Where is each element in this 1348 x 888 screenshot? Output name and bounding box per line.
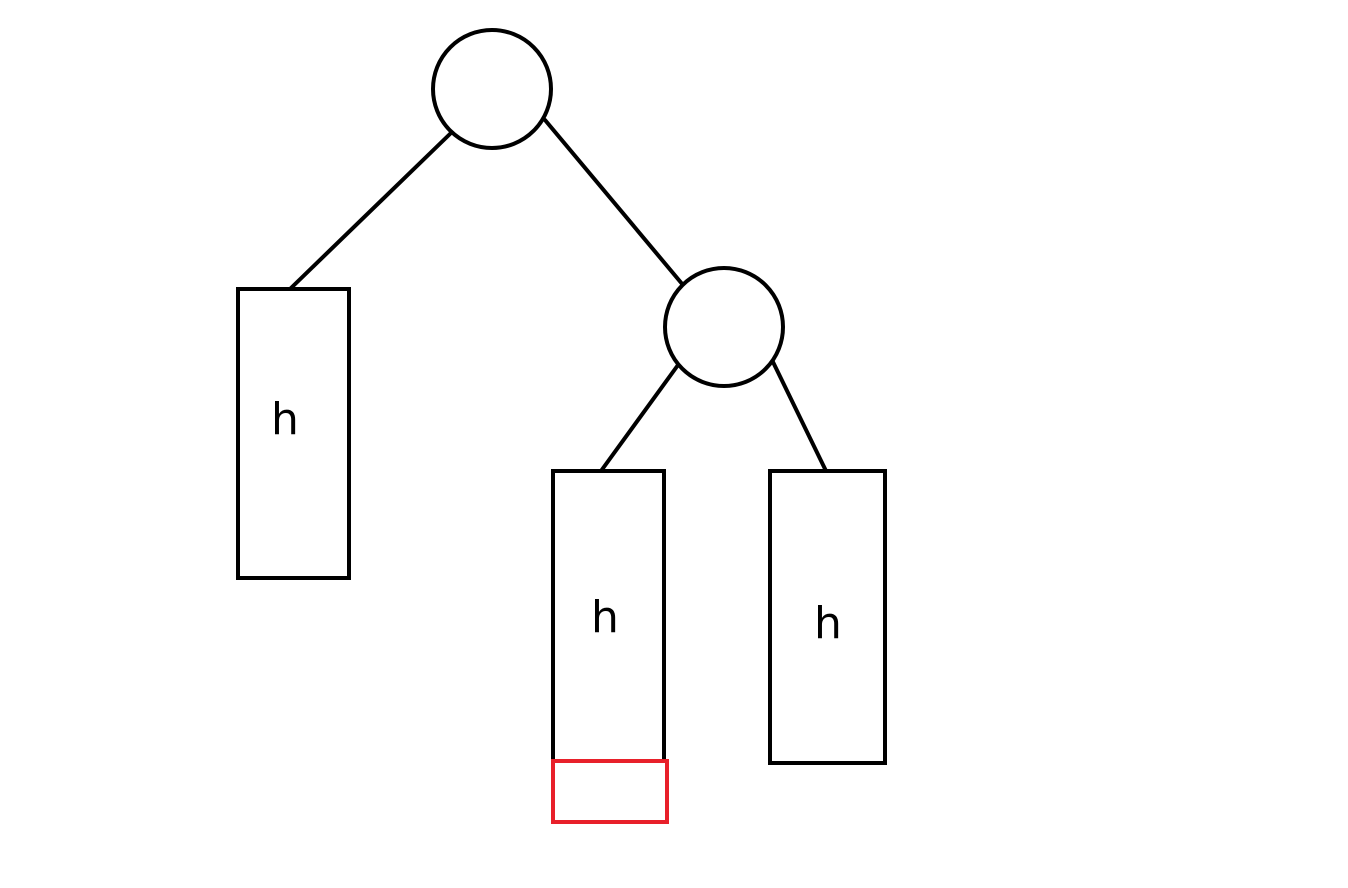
right-left-subtree: h bbox=[551, 469, 666, 763]
right-right-subtree: h bbox=[768, 469, 887, 765]
left-subtree-label: h bbox=[271, 394, 299, 445]
edge-right-child-to-right-right-subtree bbox=[771, 360, 829, 475]
edge-root-to-left-subtree bbox=[288, 130, 454, 291]
left-subtree: h bbox=[236, 287, 351, 580]
edge-right-child-to-right-left-subtree bbox=[599, 363, 680, 473]
right-right-subtree-label: h bbox=[814, 598, 842, 649]
right-right-subtree-box bbox=[768, 469, 887, 765]
right-left-subtree-box bbox=[551, 469, 666, 763]
right-left-subtree-label: h bbox=[591, 592, 619, 643]
edge-root-to-right-child bbox=[543, 118, 685, 287]
right-child-node bbox=[663, 266, 785, 388]
highlight-extra-level-box bbox=[551, 759, 669, 824]
left-subtree-box bbox=[236, 287, 351, 580]
root-node bbox=[431, 28, 553, 150]
